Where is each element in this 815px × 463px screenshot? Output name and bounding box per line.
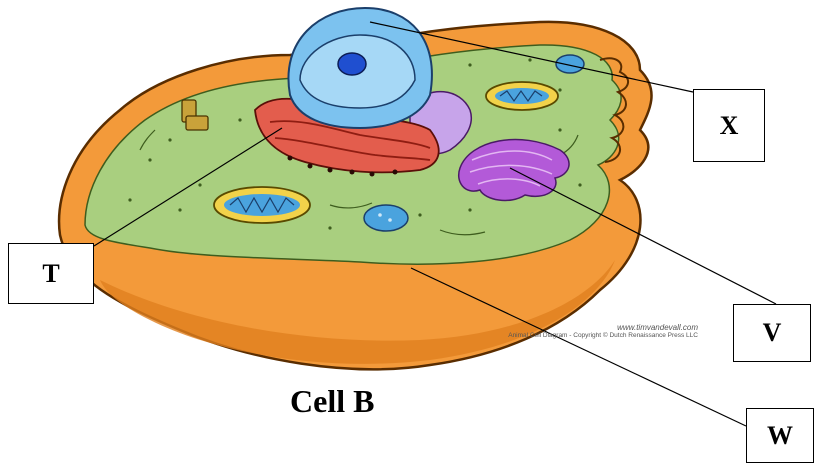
label-box-t: T	[8, 243, 94, 304]
diagram-caption: Cell B	[290, 383, 374, 420]
label-box-v: V	[733, 304, 811, 362]
label-t-text: T	[42, 259, 59, 289]
label-w-text: W	[767, 421, 793, 451]
label-box-w: W	[746, 408, 814, 463]
mitochondrion-right	[486, 82, 558, 110]
mitochondrion-left	[214, 187, 310, 223]
label-v-text: V	[763, 318, 782, 348]
label-box-x: X	[693, 89, 765, 162]
credit-url: www.timvandevall.com	[498, 323, 698, 332]
lysosome	[556, 55, 584, 73]
label-x-text: X	[720, 111, 739, 141]
image-credit: www.timvandevall.com Animal Cell Diagram…	[498, 323, 698, 340]
nucleus	[288, 8, 431, 128]
credit-notice: Animal Cell Diagram - Copyright © Dutch …	[498, 332, 698, 339]
vesicle	[364, 205, 408, 231]
nucleolus	[338, 53, 366, 75]
